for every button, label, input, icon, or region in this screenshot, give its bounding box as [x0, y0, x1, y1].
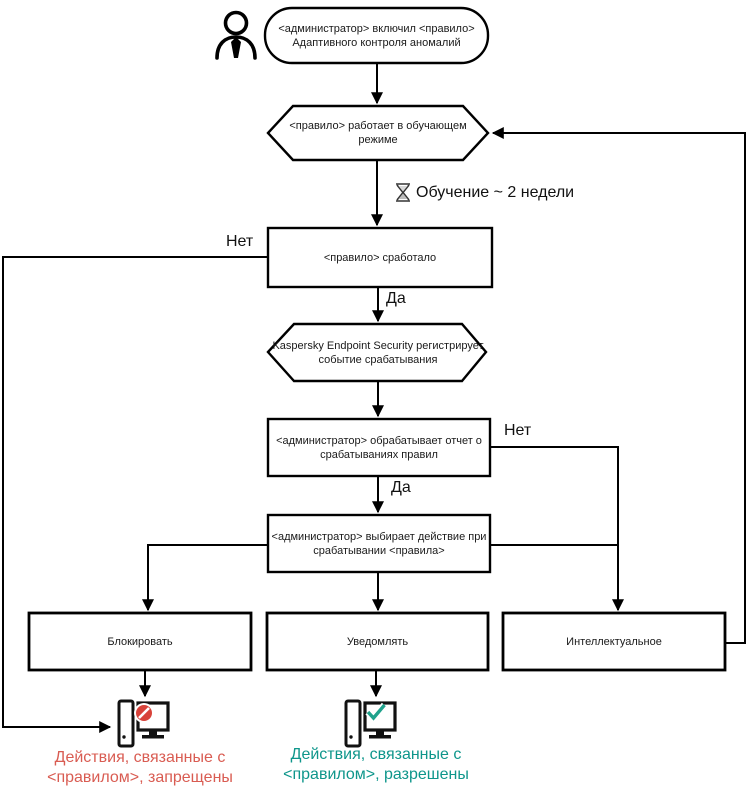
node-shapes [27, 6, 727, 672]
pc-monitor-neck [376, 730, 384, 735]
registers-event-line1: Kaspersky Endpoint Security регистрирует [272, 339, 484, 352]
edge-label-no-1: Нет [226, 233, 254, 250]
pc-monitor-base [142, 735, 164, 739]
edge-smart-feedback-loop [491, 127, 746, 644]
action-block-shape [27, 611, 253, 672]
start-node-line2: Адаптивного контроля аномалий [292, 37, 461, 49]
action-notify-shape [265, 611, 490, 672]
training-mode-hexagon [266, 104, 490, 162]
action-smart-label: Интеллектуальное [503, 613, 725, 670]
outcome-allowed-line1: Действия, связанные с [290, 746, 462, 763]
pc-tower-led [349, 735, 353, 739]
action-block-label: Блокировать [29, 613, 251, 670]
hourglass-frame [396, 183, 410, 202]
outcome-blocked-line2: <правилом>, запрещены [47, 769, 233, 786]
edge-no-loop-left [2, 256, 268, 733]
rule-triggered-line1: <правило> сработало [323, 251, 437, 264]
training-mode-line2: режиме [358, 134, 398, 146]
pc-monitor-neck [149, 730, 157, 735]
chooses-action-line1: <администратор> выбирает действие при [271, 530, 487, 543]
pc-tower [117, 699, 135, 748]
action-smart-text: Интеллектуальное [566, 635, 662, 648]
processes-report-shape [266, 417, 492, 478]
action-smart-shape [501, 611, 727, 672]
learning-duration-label: Обучение ~ 2 недели [416, 184, 575, 201]
registers-event-label: Kaspersky Endpoint Security регистрирует… [260, 324, 496, 381]
action-notify-text: Уведомлять [346, 635, 409, 648]
processes-report-line1: <администратор> обрабатывает отчет о [276, 434, 482, 447]
outcome-blocked-line1: Действия, связанные с [54, 749, 226, 766]
registers-event-line2: событие срабатывания [318, 353, 438, 366]
training-mode-line1: <правило> работает в обучающем [289, 120, 467, 132]
person-icon [215, 10, 257, 60]
start-node-label: <администратор> включил <правило> Адапти… [265, 9, 488, 63]
hourglass-glass [396, 184, 410, 201]
hourglass-sand-bottom [398, 193, 408, 199]
chooses-action-line2: срабатывании <правила> [313, 544, 445, 557]
rule-triggered-shape [266, 226, 494, 289]
computer-prohibited-icon [117, 699, 170, 748]
action-block-text: Блокировать [107, 635, 173, 648]
hourglass-sand-top [398, 186, 408, 192]
start-node-line1: <администратор> включил <правило> [278, 23, 475, 35]
outcome-allowed-line2: <правилом>, разрешены [283, 766, 469, 783]
edge-label-yes-1: Да [386, 290, 406, 307]
hourglass-icon [396, 183, 410, 202]
pc-tower [344, 699, 362, 748]
prohibit-sign-slash [138, 707, 150, 719]
computer-check-icon [344, 699, 397, 748]
edge-chooses-to-block [142, 544, 268, 612]
training-mode-label: <правило> работает в обучающем режиме [268, 106, 488, 160]
edge-label-no-2: Нет [504, 422, 532, 439]
edge-no-to-smart [490, 446, 624, 612]
person-head [223, 10, 249, 36]
action-notify-label: Уведомлять [267, 613, 488, 670]
start-node-shape [263, 6, 490, 65]
chooses-action-label: <администратор> выбирает действие при ср… [268, 515, 490, 572]
person-tie [231, 37, 241, 58]
pc-monitor-base [369, 735, 391, 739]
outcome-allowed-label: Действия, связанные с <правилом>, разреш… [256, 745, 496, 785]
pc-tower-led [122, 735, 126, 739]
chooses-action-shape [266, 513, 492, 574]
edge-label-yes-2: Да [391, 479, 411, 496]
processes-report-line2: срабатываниях правил [320, 448, 438, 461]
outcome-blocked-label: Действия, связанные с <правилом>, запрещ… [20, 748, 260, 788]
connectors [2, 63, 746, 733]
check-mark-icon [366, 703, 386, 721]
registers-event-hexagon [266, 322, 488, 383]
rule-triggered-label: <правило> сработало [268, 228, 492, 287]
processes-report-label: <администратор> обрабатывает отчет о сра… [268, 419, 490, 476]
